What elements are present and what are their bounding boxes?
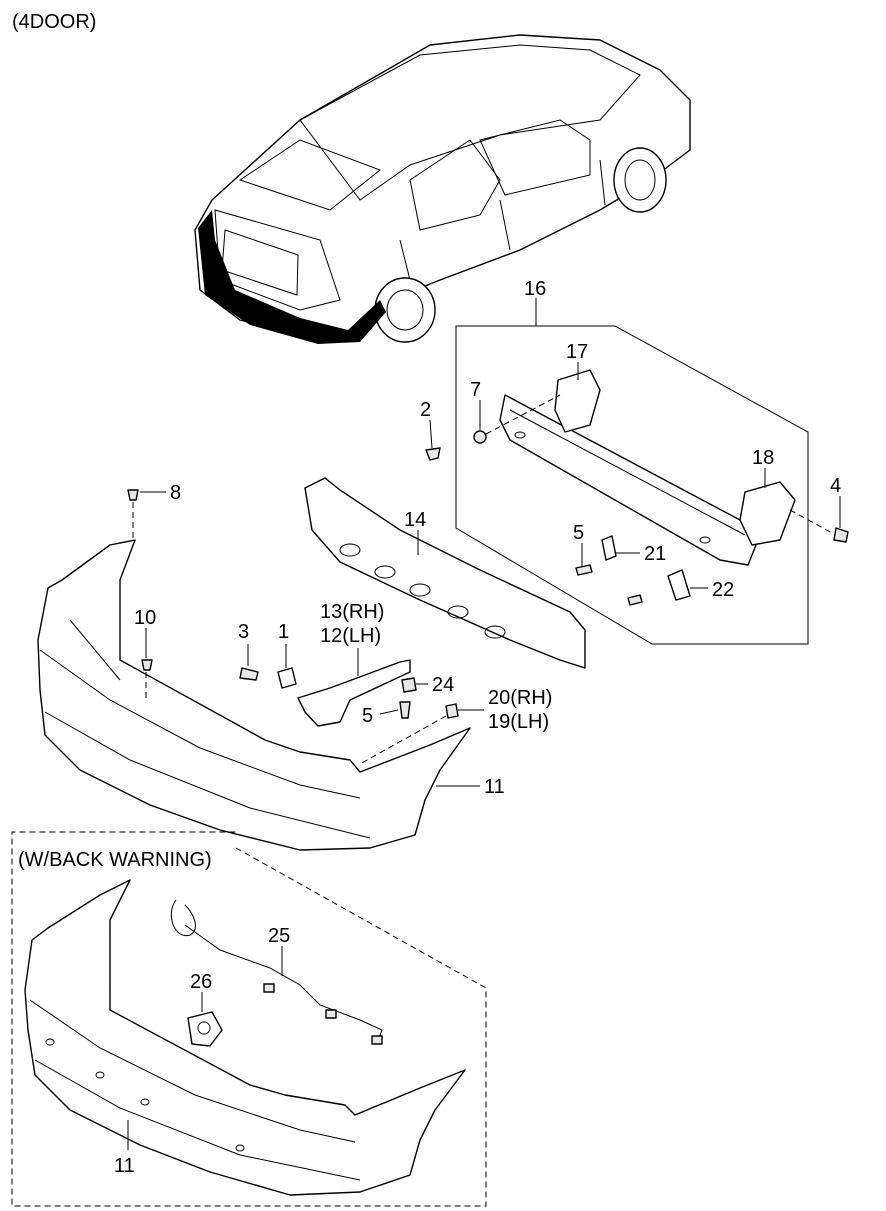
callout-11-main: 11 <box>484 776 505 798</box>
callout-16: 16 <box>524 278 546 300</box>
callout-18: 18 <box>752 447 774 469</box>
callout-8: 8 <box>170 482 181 504</box>
callout-14: 14 <box>404 509 426 531</box>
back-warning-option-box: (W/BACK WARNING) <box>11 831 487 1207</box>
callout-26: 26 <box>190 971 212 993</box>
bracket-18 <box>739 481 796 546</box>
bumper-cover-11-sensors <box>24 879 466 1196</box>
callout-5-upper: 5 <box>573 522 584 544</box>
clip-22 <box>667 569 691 601</box>
bolt-5-upper <box>575 564 593 576</box>
clip-8 <box>127 489 139 501</box>
nut-7 <box>473 430 487 444</box>
option-box-title: (W/BACK WARNING) <box>18 849 212 871</box>
callout-19: 19(LH) <box>488 711 549 733</box>
variant-label: (4DOOR) <box>12 11 96 33</box>
bracket-17 <box>554 369 601 433</box>
callout-12: 12(LH) <box>320 625 381 647</box>
callout-1: 1 <box>278 621 289 643</box>
beam-assembly-box <box>455 325 809 645</box>
clip-21 <box>601 535 617 561</box>
bolt-5-lower <box>399 701 411 719</box>
callout-10: 10 <box>134 607 156 629</box>
callout-17: 17 <box>566 341 588 363</box>
callout-20: 20(RH) <box>488 687 552 709</box>
clip-19-20 <box>445 703 459 719</box>
bolt-3 <box>239 667 259 681</box>
energy-absorber-14 <box>304 477 586 669</box>
clip-1 <box>277 667 297 689</box>
callout-25: 25 <box>268 925 290 947</box>
callout-5-lower: 5 <box>362 705 373 727</box>
wiring-harness-25 <box>170 899 383 1045</box>
callout-22: 22 <box>712 579 734 601</box>
callout-21: 21 <box>644 543 666 565</box>
callout-4: 4 <box>830 475 841 497</box>
callout-24: 24 <box>432 674 454 696</box>
callout-3: 3 <box>238 621 249 643</box>
sensor-26 <box>187 1011 223 1047</box>
bolt-4 <box>833 527 849 543</box>
callout-7: 7 <box>470 379 481 401</box>
clip-24 <box>401 677 417 693</box>
bumper-cover-11 <box>37 539 471 851</box>
clip-10 <box>141 659 153 671</box>
vehicle-illustration <box>194 34 691 344</box>
callout-11-option: 11 <box>114 1155 135 1177</box>
fastener-2 <box>425 447 441 461</box>
side-bracket-12-13 <box>297 659 411 727</box>
callout-13: 13(RH) <box>320 601 384 623</box>
rear-beam <box>499 394 759 566</box>
callout-2: 2 <box>420 399 431 421</box>
